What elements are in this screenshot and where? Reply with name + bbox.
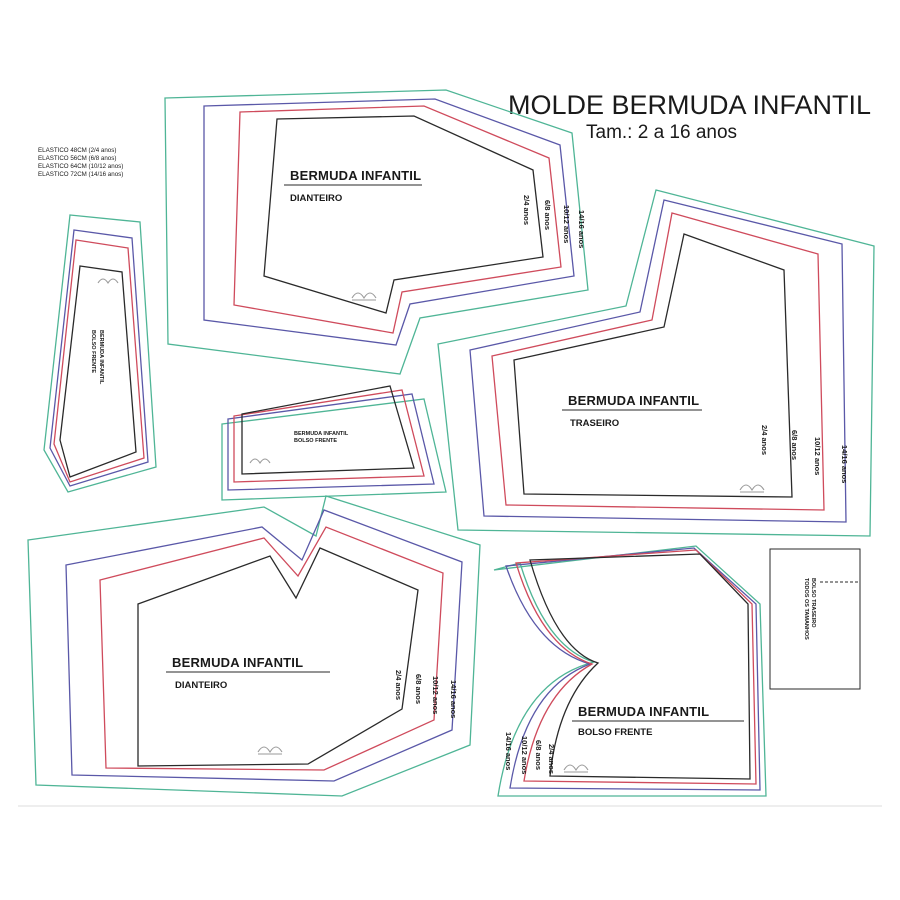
size-label: 14/16 anos bbox=[840, 445, 849, 483]
size-outline-10-12 bbox=[469, 199, 847, 523]
piece-part: BOLSO FRENTE bbox=[294, 438, 337, 444]
size-label: 10/12 anos bbox=[562, 205, 571, 243]
size-outline-2-4 bbox=[529, 553, 751, 780]
size-outline-14-16 bbox=[221, 398, 447, 501]
piece-pocket-facing: BERMUDA INFANTIL BOLSO FRENTE bbox=[221, 385, 447, 501]
piece-waistband: BERMUDA INFANTIL BOLSO FRENTE bbox=[43, 214, 157, 493]
brand-logo bbox=[249, 458, 271, 465]
size-label: 14/16 anos bbox=[577, 210, 586, 248]
elastic-note: ELASTICO 48CM (2/4 anos) bbox=[38, 147, 116, 154]
size-label: 10/12 anos bbox=[520, 736, 529, 774]
size-outline-10-12 bbox=[227, 393, 435, 491]
size-label: 10/12 anos bbox=[813, 437, 822, 475]
size-outline-6-8 bbox=[233, 389, 425, 483]
size-outline-14-16 bbox=[164, 89, 589, 375]
brand-logo bbox=[739, 484, 765, 493]
size-outline-6-8 bbox=[99, 526, 444, 771]
size-label: 6/8 anos bbox=[534, 740, 543, 770]
piece-traseiro: BERMUDA INFANTIL TRASEIRO 2/4 anos 6/8 a… bbox=[437, 189, 875, 537]
size-label: 6/8 anos bbox=[414, 674, 423, 704]
brand-logo bbox=[97, 278, 119, 285]
piece-name: BERMUDA INFANTIL bbox=[568, 393, 699, 408]
elastic-notes: ELASTICO 48CM (2/4 anos) ELASTICO 56CM (… bbox=[38, 147, 123, 178]
elastic-note: ELASTICO 64CM (10/12 anos) bbox=[38, 163, 123, 170]
elastic-note: ELASTICO 56CM (6/8 anos) bbox=[38, 155, 116, 162]
size-outline-2-4 bbox=[137, 547, 419, 767]
brand-logo bbox=[563, 764, 589, 773]
piece-name: BERMUDA INFANTIL bbox=[294, 431, 349, 437]
piece-part: TODOS OS TAMANHOS bbox=[803, 578, 809, 640]
size-outline-10-12 bbox=[203, 98, 575, 346]
size-label: 2/4 anos bbox=[394, 670, 403, 700]
size-label: 2/4 anos bbox=[760, 425, 769, 455]
piece-part: DIANTEIRO bbox=[290, 193, 342, 204]
piece-dianteiro-bottom: BERMUDA INFANTIL DIANTEIRO 2/4 anos 6/8 … bbox=[27, 495, 481, 797]
brand-logo bbox=[351, 292, 377, 301]
piece-dianteiro-top: BERMUDA INFANTIL DIANTEIRO 2/4 anos 6/8 … bbox=[164, 89, 589, 375]
piece-name: BERMUDA INFANTIL bbox=[172, 655, 303, 670]
size-outline-14-16 bbox=[27, 495, 481, 797]
size-label: 2/4 anos bbox=[522, 195, 531, 225]
size-label: 6/8 anos bbox=[543, 200, 552, 230]
pocket-outline bbox=[769, 548, 861, 690]
sheet-title: MOLDE BERMUDA INFANTIL bbox=[508, 90, 871, 120]
piece-name: BERMUDA INFANTIL bbox=[290, 168, 421, 183]
size-outline-10-12 bbox=[65, 509, 463, 782]
size-outline-14-16 bbox=[437, 189, 875, 537]
size-outline-2-4 bbox=[513, 233, 793, 498]
piece-name: BOLSO TRASEIRO bbox=[810, 578, 816, 628]
piece-part: DIANTEIRO bbox=[175, 680, 227, 691]
size-outline-2-4 bbox=[241, 385, 415, 475]
piece-name: BERMUDA INFANTIL bbox=[98, 330, 104, 385]
piece-bolso-traseiro: BOLSO TRASEIRO TODOS OS TAMANHOS bbox=[769, 548, 861, 690]
size-outline-6-8 bbox=[491, 212, 825, 511]
piece-name: BERMUDA INFANTIL bbox=[578, 704, 709, 719]
size-outline-2-4 bbox=[59, 265, 137, 478]
size-outline-10-12 bbox=[505, 547, 761, 791]
size-outline-10-12 bbox=[49, 229, 149, 487]
size-label: 14/16 anos bbox=[504, 732, 513, 770]
size-outline-14-16 bbox=[43, 214, 157, 493]
size-label: 10/12 anos bbox=[431, 676, 440, 714]
size-outline-14-16 bbox=[493, 545, 767, 797]
size-label: 14/16 anos bbox=[449, 680, 458, 718]
size-label: 2/4 anos bbox=[547, 744, 556, 774]
piece-part: BOLSO FRENTE bbox=[578, 727, 652, 738]
size-label: 6/8 anos bbox=[790, 430, 799, 460]
brand-logo bbox=[257, 746, 283, 755]
elastic-note: ELASTICO 72CM (14/16 anos) bbox=[38, 171, 123, 178]
size-outline-6-8 bbox=[515, 549, 757, 785]
size-outline-6-8 bbox=[233, 105, 562, 334]
size-outline-2-4 bbox=[263, 115, 544, 314]
size-outline-6-8 bbox=[53, 239, 145, 483]
piece-bolso-frente: BERMUDA INFANTIL BOLSO FRENTE 2/4 anos 6… bbox=[493, 545, 767, 797]
sheet-subtitle: Tam.: 2 a 16 anos bbox=[586, 122, 737, 143]
piece-part: TRASEIRO bbox=[570, 418, 619, 429]
piece-part: BOLSO FRENTE bbox=[90, 330, 96, 373]
